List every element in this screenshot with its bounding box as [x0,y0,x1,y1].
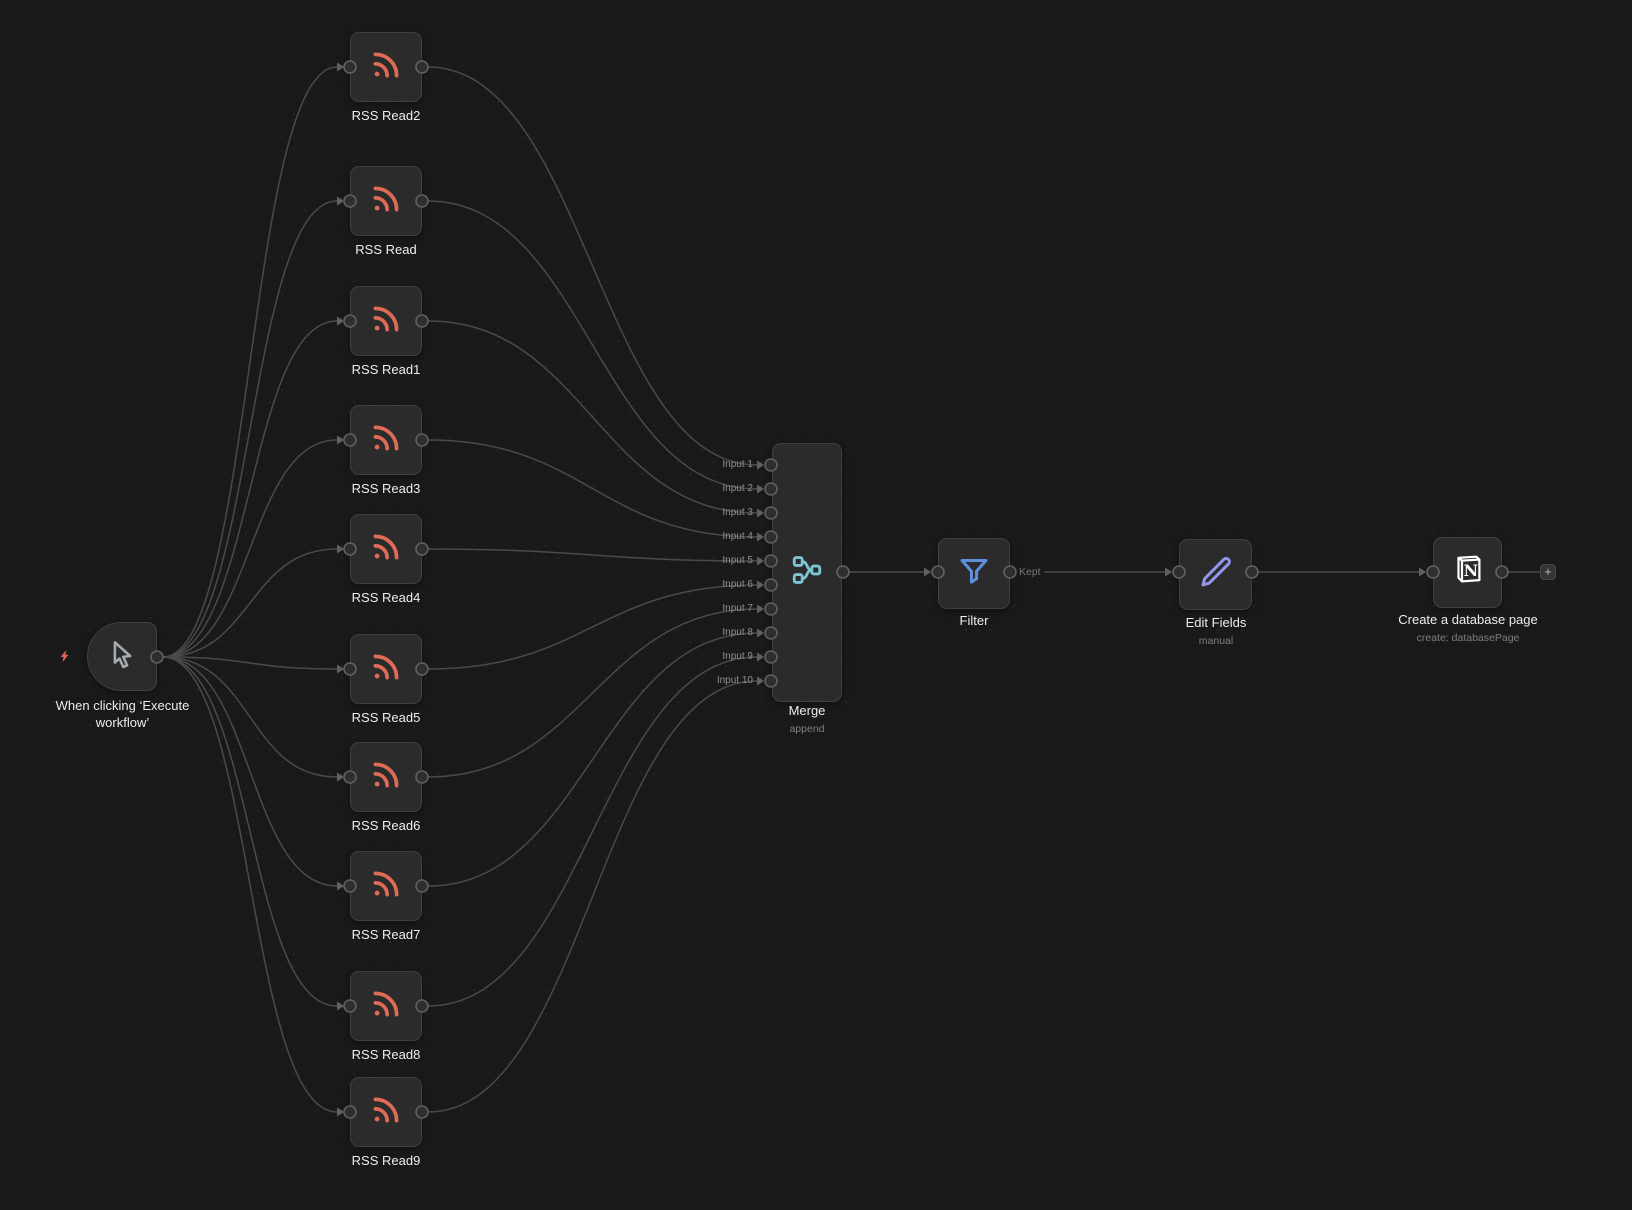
node-label: RSS Read [355,242,417,257]
connection[interactable] [427,66,758,466]
pencil-icon [1198,554,1234,595]
connection-arrow-icon [1165,567,1172,577]
connection-arrow-icon [757,460,764,470]
filter-icon [956,553,992,594]
merge-input-label: Input 5 [722,555,753,566]
node-label: RSS Read1 [351,362,421,377]
rss-icon [369,867,403,906]
node-rss-read[interactable] [350,166,422,236]
plus-icon: + [1544,564,1552,579]
connection-arrow-icon [757,652,764,662]
rss-icon [369,987,403,1026]
rss-icon [369,1093,403,1132]
connection-arrow-icon [337,196,344,206]
notion-title: Create a database page [1398,612,1538,627]
merge-subtitle: append [789,722,825,735]
node-rss-read9[interactable] [350,1077,422,1147]
merge-input-label: Input 2 [722,483,753,494]
node-rss-read2[interactable] [350,32,422,102]
node-label: RSS Read3 [351,481,421,496]
node-rss-read6[interactable] [350,742,422,812]
node-rss-read7[interactable] [350,851,422,921]
node-rss-read4[interactable] [350,514,422,584]
merge-input-label: Input 10 [716,675,753,686]
merge-input-label: Input 3 [722,507,753,518]
node-label: RSS Read2 [351,108,421,123]
node-label: RSS Read7 [351,927,421,942]
connection-arrow-icon [924,567,931,577]
edit-fields-subtitle: manual [1198,634,1234,647]
merge-title: Merge [788,703,826,718]
node-label: RSS Read4 [351,590,421,605]
edit-fields-title: Edit Fields [1185,615,1247,630]
connection-arrow-icon [337,664,344,674]
connection-arrow-icon [757,676,764,686]
node-edit-fields[interactable] [1179,539,1252,610]
node-label-notion: Create a database page create: databaseP… [1368,612,1568,646]
rss-icon [369,182,403,221]
rss-icon [369,758,403,797]
connection-arrow-icon [337,62,344,72]
node-label: RSS Read6 [351,818,421,833]
connection[interactable] [162,439,338,658]
merge-input-label: Input 4 [722,531,753,542]
notion-subtitle: create: databasePage [1416,631,1520,644]
connection-arrow-icon [757,484,764,494]
rss-icon [369,48,403,87]
connection-arrow-icon [337,1107,344,1117]
node-label-merge: Merge append [707,703,907,737]
node-label-filter: Filter [959,613,989,628]
connection-arrow-icon [757,604,764,614]
cursor-icon [105,637,139,676]
merge-input-label: Input 9 [722,651,753,662]
connection-arrow-icon [757,532,764,542]
node-merge[interactable] [772,443,842,702]
merge-input-label: Input 7 [722,603,753,614]
connection[interactable] [162,656,338,670]
connection-arrow-icon [337,316,344,326]
node-filter[interactable] [938,538,1010,609]
connection-arrow-icon [337,1001,344,1011]
node-trigger-execute-workflow[interactable] [87,622,157,691]
node-label: RSS Read8 [351,1047,421,1062]
rss-icon [369,530,403,569]
node-rss-read5[interactable] [350,634,422,704]
notion-icon: N [1449,551,1487,594]
node-label-trigger: When clicking ‘Execute workflow’ [55,698,190,730]
rss-icon [369,650,403,689]
connection-arrow-icon [757,628,764,638]
node-rss-read3[interactable] [350,405,422,475]
rss-icon [369,302,403,341]
connection-arrow-icon [337,772,344,782]
merge-icon [790,553,824,592]
filter-output-label: Kept [1016,565,1044,579]
node-label: RSS Read9 [351,1153,421,1168]
node-notion-create-database-page[interactable]: N [1433,537,1502,608]
connection-arrow-icon [757,580,764,590]
connection-arrow-icon [337,881,344,891]
node-label-edit-fields: Edit Fields manual [1116,615,1316,649]
connection[interactable] [162,200,338,658]
node-rss-read1[interactable] [350,286,422,356]
connection-arrow-icon [1419,567,1426,577]
connection-arrow-icon [337,435,344,445]
connection-arrow-icon [757,556,764,566]
node-rss-read8[interactable] [350,971,422,1041]
connection[interactable] [162,656,338,887]
merge-input-label: Input 8 [722,627,753,638]
connection-arrow-icon [757,508,764,518]
node-label: RSS Read5 [351,710,421,725]
lightning-bolt-icon [58,648,72,664]
connection[interactable] [427,632,758,887]
connection-arrow-icon [337,544,344,554]
merge-input-label: Input 6 [722,579,753,590]
merge-input-label: Input 1 [722,459,753,470]
svg-text:N: N [1463,561,1477,580]
add-node-button[interactable]: + [1540,564,1556,580]
rss-icon [369,421,403,460]
